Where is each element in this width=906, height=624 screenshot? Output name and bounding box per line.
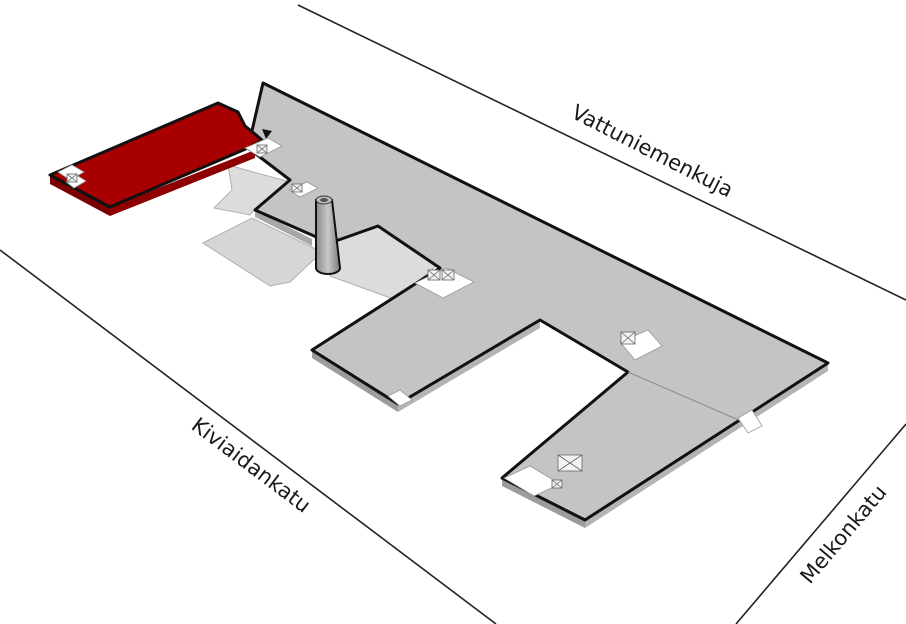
shaft-x-icon (557, 454, 583, 472)
highlighted-section (48, 101, 264, 216)
shaft-x-icon (427, 269, 441, 281)
wing-division-line (627, 371, 751, 426)
chimney (315, 195, 342, 275)
street-label-vattuniemenkuja: Vattuniemenkuja (568, 100, 737, 202)
street-line-melkonkatu (735, 423, 906, 624)
entrance-arrow-icon (262, 129, 272, 139)
shaft-x-icon (620, 331, 636, 345)
street-line-kiviaidankatu (0, 249, 497, 624)
highlighted-section-floor (48, 101, 264, 209)
street-line-vattuniemenkuja (297, 4, 906, 301)
building-slab-sides (255, 210, 828, 528)
building-floor (246, 81, 830, 522)
shaft-x-icon (256, 144, 268, 154)
street-label-kiviaidankatu: Kiviaidankatu (187, 413, 315, 518)
shaft-x-icon (441, 269, 455, 281)
shaft-x-icon (291, 183, 303, 193)
shaft-x-icon (66, 173, 78, 183)
shaft-icons (66, 144, 636, 489)
shaft-x-icon (551, 479, 563, 489)
